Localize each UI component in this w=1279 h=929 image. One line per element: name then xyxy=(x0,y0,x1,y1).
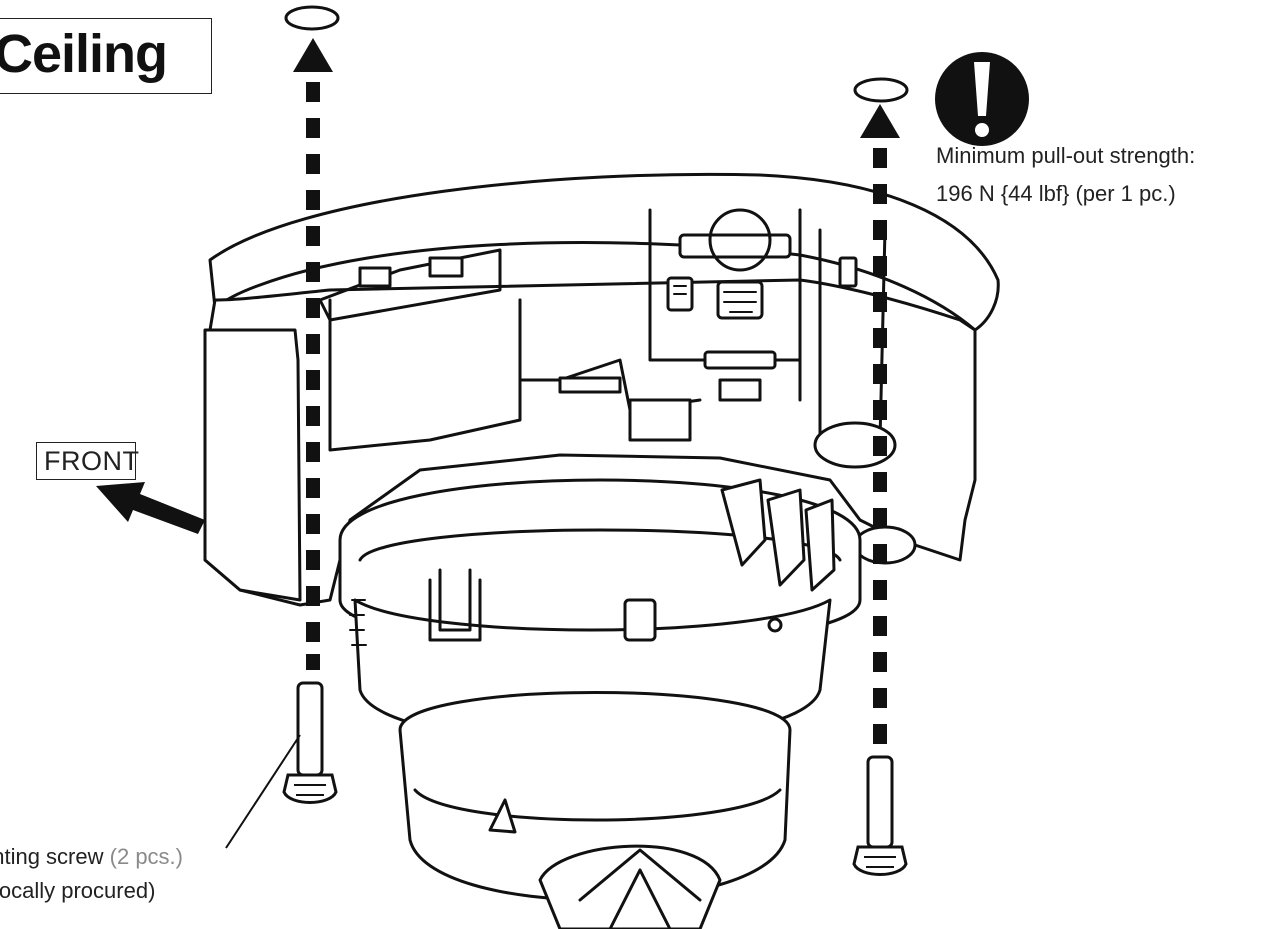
screw-label-qty: (2 pcs.) xyxy=(109,844,183,869)
sd-card-slot xyxy=(678,233,792,259)
screw-label-name: unting screw xyxy=(0,844,104,869)
pullout-note-line1: Minimum pull-out strength: xyxy=(936,143,1196,168)
vent-2 xyxy=(766,488,806,587)
vent-1 xyxy=(720,478,767,567)
screw-path-right xyxy=(873,148,887,744)
title-frame xyxy=(0,18,212,94)
lower-dome xyxy=(398,691,792,902)
screw-hole-right xyxy=(853,77,909,103)
mounting-screw-right xyxy=(852,755,908,876)
screw-leader-line xyxy=(225,734,301,849)
pullout-note-line2: 196 N {44 lbf} (per 1 pc.) xyxy=(936,181,1176,206)
left-bracket xyxy=(203,328,302,602)
arrow-up-icon xyxy=(860,104,900,138)
vent-3 xyxy=(804,498,836,592)
screw-label-procured: locally procured) xyxy=(0,878,156,903)
screw-hole-left xyxy=(284,5,340,31)
front-label: FRONT xyxy=(44,446,140,476)
front-arrow-icon xyxy=(96,482,205,534)
screw-label-line2: locally procured) xyxy=(0,876,155,906)
screw-label-line1: unting screw (2 pcs.) xyxy=(0,842,183,872)
screw-path-left xyxy=(306,82,320,670)
caution-icon xyxy=(935,52,1029,146)
page-title: Ceiling xyxy=(0,24,168,84)
mounting-screw-left xyxy=(282,681,338,804)
front-label-frame xyxy=(36,442,136,480)
arrow-up-icon xyxy=(293,38,333,72)
